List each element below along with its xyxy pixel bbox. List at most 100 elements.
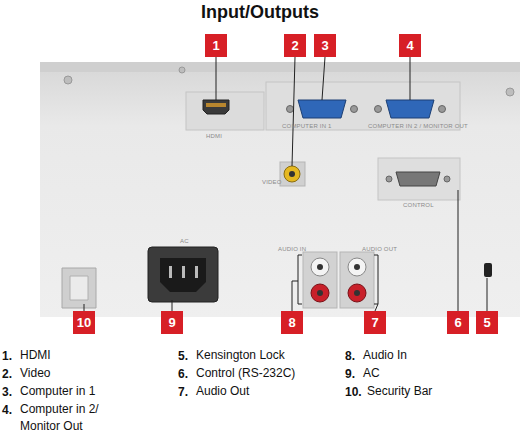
hdmi-recess: [186, 92, 264, 130]
screw: [179, 67, 185, 73]
ac-pin: [195, 266, 198, 278]
vga-port: [386, 100, 434, 118]
list-number: 5.: [178, 349, 188, 363]
audio-out-recess: [340, 252, 374, 308]
callout-number: 4: [406, 38, 413, 53]
vga-screw: [375, 106, 382, 113]
jack-hole: [354, 290, 360, 296]
list-text: Kensington Lock: [196, 347, 285, 364]
callout-box: 8: [281, 311, 303, 334]
port-label: AC: [180, 238, 189, 244]
callout-box: 1: [205, 34, 227, 57]
list-text: Audio Out: [196, 383, 249, 400]
callout-box: 7: [364, 311, 386, 334]
leader-line: [216, 57, 217, 100]
callout-number: 5: [483, 315, 490, 330]
list-number: 1.: [2, 349, 12, 363]
leader-line: [458, 190, 459, 311]
jack-hole: [354, 264, 360, 270]
callout-number: 10: [77, 315, 91, 330]
rs232-screw: [444, 176, 450, 182]
vga-recess: [266, 82, 460, 130]
list-text: AC: [363, 365, 380, 382]
list-text: Video: [20, 365, 50, 382]
list-number: 3.: [2, 385, 12, 399]
hdmi-pins: [206, 103, 226, 107]
callout-box: 3: [314, 34, 336, 57]
callout-number: 3: [321, 38, 328, 53]
list-number: 2.: [2, 367, 12, 381]
list-number: 4.: [2, 403, 12, 417]
kensington-slot: [484, 263, 492, 277]
list-text: Audio In: [363, 347, 407, 364]
security-bar: [62, 268, 96, 308]
vga-screw: [351, 106, 358, 113]
port-label: CONTROL: [403, 202, 434, 208]
hdmi-port: [203, 100, 229, 114]
callout-box: 10: [73, 311, 95, 334]
audio-in-right-jack: [311, 284, 329, 302]
audio-out-left-jack: [348, 258, 366, 276]
callout-number: 1: [212, 38, 219, 53]
port-label: HDMI: [206, 133, 222, 139]
callout-number: 6: [454, 315, 461, 330]
callout-box: 2: [284, 34, 306, 57]
port-label: COMPUTER IN 1: [282, 123, 332, 129]
callout-number: 2: [291, 38, 298, 53]
callout-number: 7: [371, 315, 378, 330]
callout-box: 6: [447, 311, 469, 334]
bracket: [298, 255, 302, 304]
security-bar-loop: [70, 276, 88, 300]
jack-hole: [317, 290, 323, 296]
callout-box: 5: [476, 311, 498, 334]
list-number: 9.: [345, 367, 355, 381]
callout-box: 4: [399, 34, 421, 57]
list-text: Computer in 2/ Monitor Out: [20, 401, 120, 435]
screw: [64, 76, 72, 84]
diagram-title: Input/Outputs: [0, 2, 520, 23]
list-text: Computer in 1: [20, 383, 95, 400]
port-label: AUDIO IN: [278, 246, 306, 252]
video-jack-hole: [289, 171, 295, 177]
audio-in-left-jack: [311, 258, 329, 276]
bracket: [374, 255, 378, 304]
panel-top-edge: [40, 62, 520, 72]
list-number: 7.: [178, 385, 188, 399]
port-label: VIDEO: [262, 179, 282, 185]
list-text: Control (RS-232C): [196, 365, 295, 382]
ac-socket: [160, 258, 206, 292]
callout-number: 9: [168, 315, 175, 330]
leader-line: [292, 57, 295, 166]
callout-box: 9: [161, 311, 183, 334]
ac-pin: [182, 266, 185, 278]
list-number: 10.: [345, 385, 362, 399]
list-number: 6.: [178, 367, 188, 381]
port-label: COMPUTER IN 2 / MONITOR OUT: [368, 123, 468, 129]
ac-inlet: [148, 247, 218, 302]
list-text: HDMI: [20, 347, 51, 364]
ac-pin: [169, 266, 172, 278]
list-number: 8.: [345, 349, 355, 363]
leader-line: [292, 281, 293, 311]
callout-number: 8: [288, 315, 295, 330]
leader-line: [375, 304, 378, 311]
audio-in-recess: [303, 252, 337, 308]
video-jack: [284, 166, 300, 182]
leader-line: [84, 304, 85, 311]
rear-panel: [40, 62, 520, 317]
screw: [506, 88, 514, 96]
leader-line: [487, 278, 488, 311]
port-label: AUDIO OUT: [362, 246, 397, 252]
vga-port: [298, 100, 346, 118]
rs232-port: [396, 172, 440, 186]
leader-line: [172, 300, 173, 311]
leader-line: [322, 57, 325, 100]
control-recess: [378, 158, 460, 200]
vga-screw: [439, 106, 446, 113]
audio-out-right-jack: [348, 284, 366, 302]
leader-line: [292, 281, 298, 282]
vga-screw: [287, 106, 294, 113]
jack-hole: [317, 264, 323, 270]
leader-line: [410, 57, 411, 100]
rs232-screw: [386, 176, 392, 182]
